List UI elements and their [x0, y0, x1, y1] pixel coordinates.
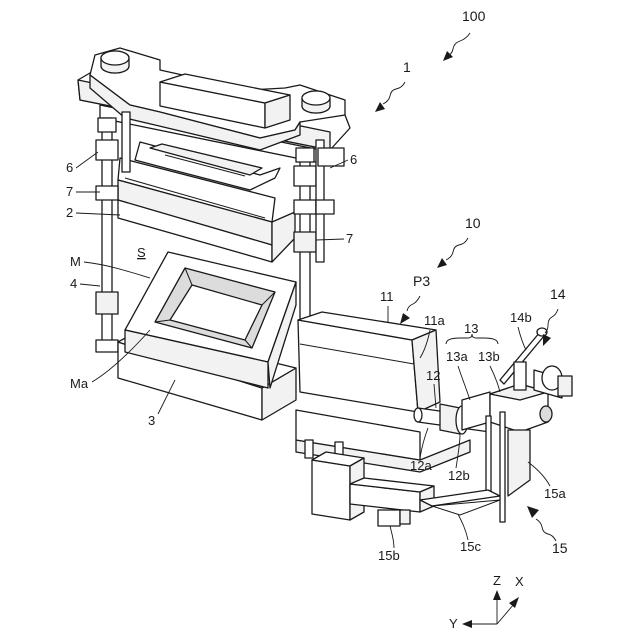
label-15b: 15b: [378, 548, 400, 563]
arrow-head-15: [527, 506, 539, 518]
label-3: 3: [148, 413, 155, 428]
leader-15b: [390, 526, 394, 548]
coordinate-axes: [462, 590, 519, 628]
label-6-left: 6: [66, 160, 73, 175]
label-S: S: [137, 245, 146, 260]
label-13: 13: [464, 321, 478, 336]
label-12: 12: [426, 368, 440, 383]
arrow-head-P3: [400, 313, 410, 324]
leader-M: [84, 262, 150, 278]
label-7-right: 7: [346, 231, 353, 246]
wavy-arrow-10: [446, 238, 468, 260]
axis-label-y: Y: [449, 616, 458, 631]
label-100: 100: [462, 8, 486, 24]
label-11: 11: [380, 289, 394, 304]
label-7-left: 7: [66, 184, 73, 199]
label-10: 10: [465, 215, 481, 231]
label-1: 1: [403, 59, 411, 75]
label-6-right: 6: [350, 152, 357, 167]
label-Ma: Ma: [70, 376, 89, 391]
label-2: 2: [66, 205, 73, 220]
label-P3: P3: [413, 273, 430, 289]
label-14b: 14b: [510, 310, 532, 325]
leader-6-left: [76, 152, 98, 168]
leader-12a: [420, 428, 428, 458]
axis-label-x: X: [515, 574, 524, 589]
leader-15a: [528, 462, 550, 486]
injection-unit-11: [296, 312, 470, 472]
label-13b: 13b: [478, 349, 500, 364]
label-12b: 12b: [448, 468, 470, 483]
arrow-head-14: [543, 334, 551, 346]
leader-2: [76, 213, 120, 215]
label-15c: 15c: [460, 539, 481, 554]
label-M: M: [70, 254, 81, 269]
axis-label-z: Z: [493, 573, 501, 588]
label-15a: 15a: [544, 486, 566, 501]
label-14: 14: [550, 286, 566, 302]
wavy-arrow-15: [536, 519, 556, 541]
label-12a: 12a: [410, 458, 432, 473]
brace-13: [446, 334, 498, 344]
leader-15c: [458, 514, 468, 540]
arrow-head-10: [437, 258, 447, 268]
wavy-arrow-1: [383, 82, 405, 104]
wavy-arrow-14: [545, 309, 558, 333]
leader-13a: [458, 366, 470, 400]
leader-13b: [490, 366, 500, 392]
label-13a: 13a: [446, 349, 468, 364]
label-11a: 11a: [424, 313, 445, 328]
leader-4: [80, 284, 100, 286]
leader-14b: [518, 327, 526, 350]
wavy-arrow-P3: [407, 296, 420, 311]
label-15: 15: [552, 540, 568, 556]
label-4: 4: [70, 276, 77, 291]
